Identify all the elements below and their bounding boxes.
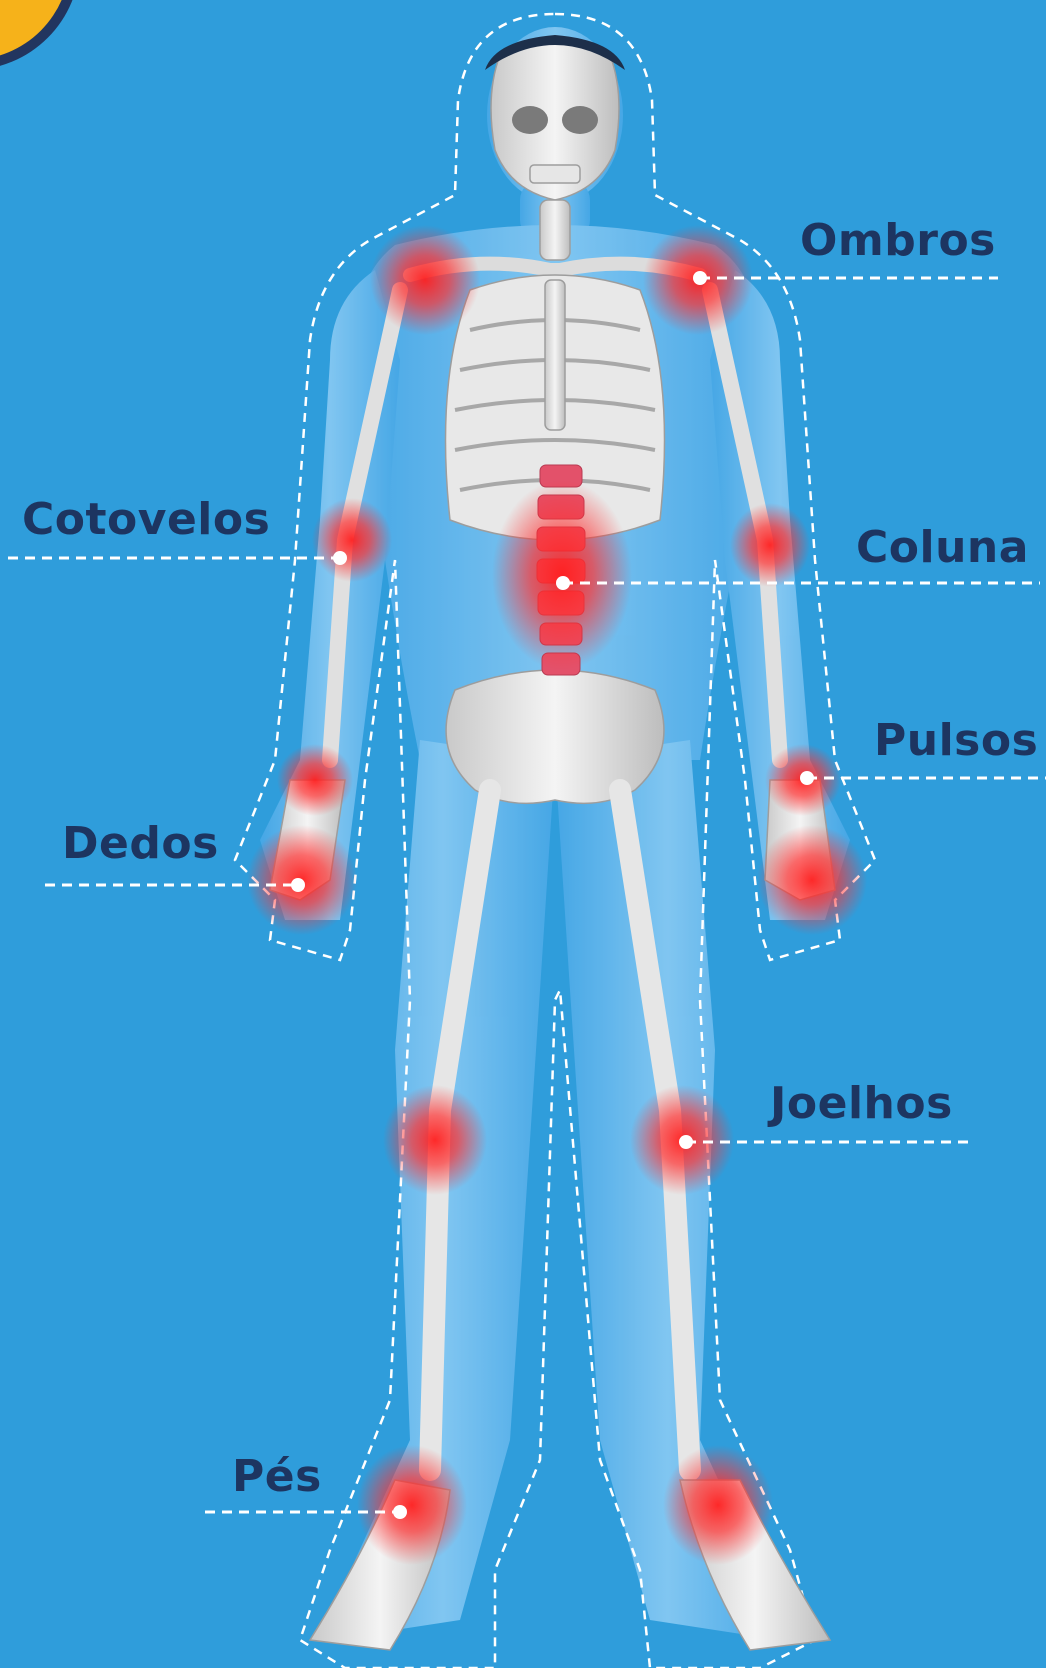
- cotovelos-dot: [333, 551, 347, 565]
- label-pulsos: Pulsos: [874, 715, 1038, 766]
- shoulder-left-glow: [370, 225, 480, 335]
- elbow-right-glow: [730, 503, 810, 587]
- foot-right-glow: [663, 1445, 773, 1565]
- pelvis: [446, 670, 664, 803]
- pes-dot: [393, 1505, 407, 1519]
- label-coluna: Coluna: [856, 522, 1029, 573]
- elbow-left-glow: [312, 498, 392, 582]
- label-cotovelos: Cotovelos: [22, 494, 270, 545]
- wrist-left-glow: [277, 744, 353, 816]
- foot-left-glow: [357, 1445, 467, 1565]
- ombros-dot: [693, 271, 707, 285]
- label-joelhos: Joelhos: [770, 1078, 953, 1129]
- corner-badge: [0, 0, 80, 70]
- label-ombros: Ombros: [800, 215, 996, 266]
- label-dedos: Dedos: [62, 818, 219, 869]
- label-pes: Pés: [232, 1451, 322, 1502]
- joelhos-dot: [679, 1135, 693, 1149]
- pulsos-dot: [800, 771, 814, 785]
- spine-glow: [492, 480, 632, 670]
- fingers-right-glow: [757, 825, 867, 935]
- coluna-dot: [556, 576, 570, 590]
- knee-left-glow: [383, 1085, 487, 1195]
- dedos-dot: [291, 878, 305, 892]
